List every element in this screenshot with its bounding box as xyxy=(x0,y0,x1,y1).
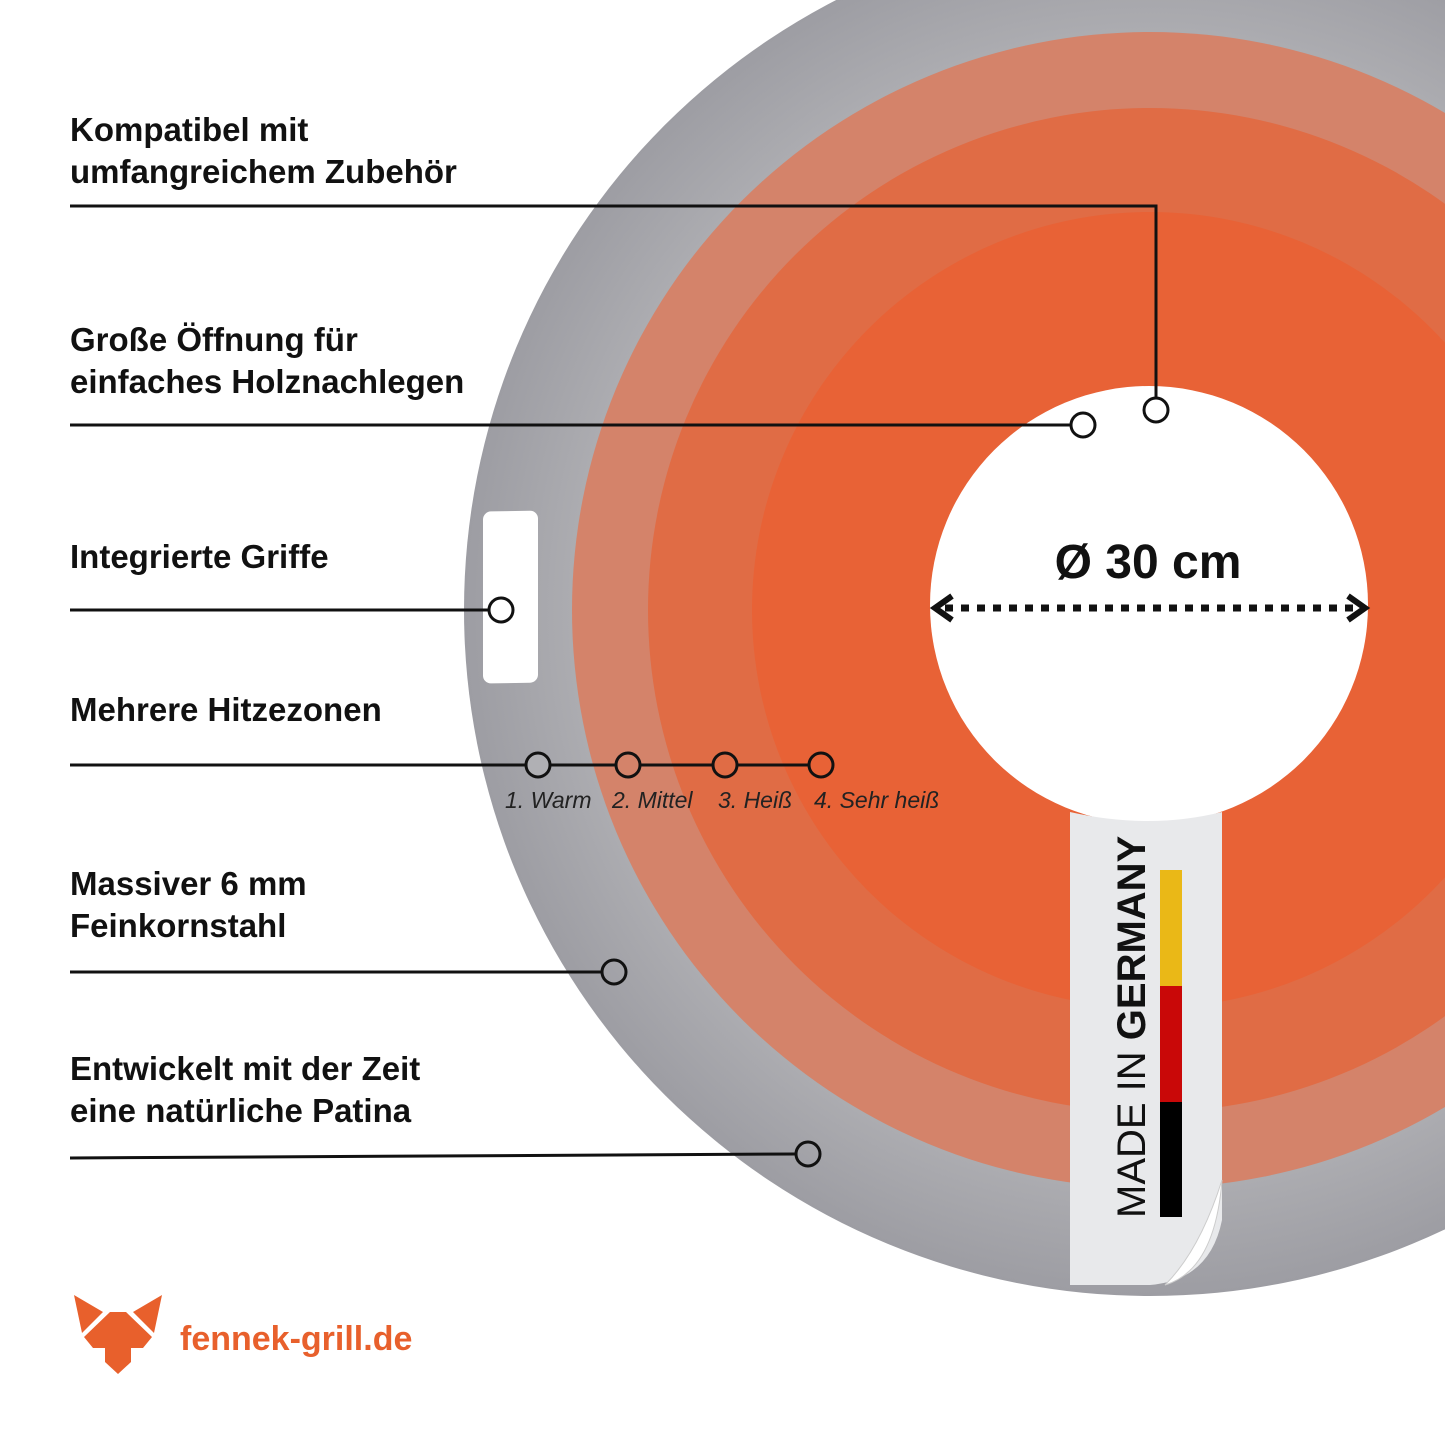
flag-black xyxy=(1160,1102,1182,1217)
handle-cutout xyxy=(483,510,538,684)
heat-zone-dot-4 xyxy=(807,751,835,779)
callout-dot xyxy=(794,1140,822,1168)
sticker-text-made-in: MADE IN xyxy=(1110,1040,1154,1218)
callout-text: Integrierte Griffe xyxy=(70,538,329,575)
callout-patina: Entwickelt mit der Zeit eine natürliche … xyxy=(69,1050,822,1168)
diameter-indicator: Ø 30 cm xyxy=(929,536,1371,623)
heat-zone-label: 2. Mittel xyxy=(611,787,693,813)
callout-text: Feinkornstahl xyxy=(70,907,286,944)
heat-zone-label: 3. Heiß xyxy=(718,787,792,813)
heat-zone-label: 4. Sehr heiß xyxy=(814,787,939,813)
fire-plate xyxy=(464,0,1445,1296)
heat-zone-label: 1. Warm xyxy=(505,787,591,813)
made-in-germany-sticker: MADE IN GERMANY xyxy=(1070,812,1223,1286)
callout-text: Mehrere Hitzezonen xyxy=(70,691,382,728)
callout-line xyxy=(69,1152,797,1160)
heat-zone-dot-1 xyxy=(524,751,552,779)
arrow-left-icon xyxy=(929,593,954,623)
arrow-right-icon xyxy=(1346,593,1371,623)
callout-text: Kompatibel mit xyxy=(70,111,308,148)
callout-opening: Große Öffnung für einfaches Holznachlege… xyxy=(70,321,1097,439)
brand-logo: fennek-grill.de xyxy=(74,1295,412,1374)
sticker-text-germany: GERMANY xyxy=(1110,835,1154,1040)
callout-dot xyxy=(1069,411,1097,439)
callout-dot xyxy=(487,596,515,624)
flag-gold xyxy=(1160,870,1182,986)
brand-url[interactable]: fennek-grill.de xyxy=(180,1320,412,1358)
svg-text:MADE IN GERMANY: MADE IN GERMANY xyxy=(1110,835,1154,1218)
callout-text: eine natürliche Patina xyxy=(70,1092,412,1129)
heat-zone-dot-3 xyxy=(711,751,739,779)
diameter-label: Ø 30 cm xyxy=(1055,536,1242,589)
fox-logo-icon xyxy=(74,1295,162,1374)
callout-text: Entwickelt mit der Zeit xyxy=(70,1050,420,1087)
callout-steel: Massiver 6 mm Feinkornstahl xyxy=(70,865,628,986)
callout-handles: Integrierte Griffe xyxy=(70,538,515,624)
callout-heat-zones: Mehrere Hitzezonen 1. Warm 2. Mittel 3. … xyxy=(70,691,939,813)
callout-line xyxy=(70,204,1158,398)
callout-text: umfangreichem Zubehör xyxy=(70,153,457,190)
callout-dot xyxy=(1142,396,1170,424)
callout-accessories: Kompatibel mit umfangreichem Zubehör xyxy=(70,111,1170,424)
heat-zone-dot-2 xyxy=(614,751,642,779)
callout-text: Große Öffnung für xyxy=(70,321,358,358)
callout-text: Massiver 6 mm xyxy=(70,865,307,902)
callout-dot xyxy=(600,958,628,986)
flag-red xyxy=(1160,986,1182,1102)
center-opening xyxy=(930,386,1368,824)
callout-text: einfaches Holznachlegen xyxy=(70,363,464,400)
